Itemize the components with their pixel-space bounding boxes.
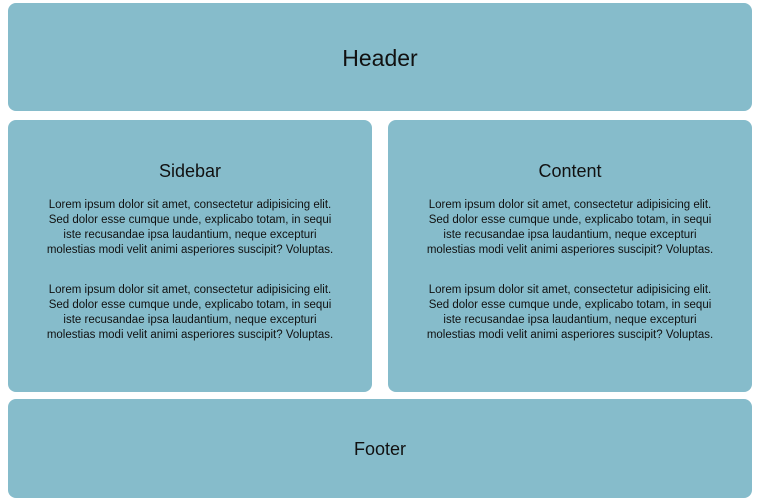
- sidebar-title: Sidebar: [158, 161, 222, 181]
- content-title: Content: [538, 161, 602, 181]
- sidebar-paragraph-1: Lorem ipsum dolor sit amet, consectetur …: [46, 199, 334, 256]
- footer-title: Footer: [353, 439, 407, 459]
- sidebar-panel: Sidebar Lorem ipsum dolor sit amet, cons…: [8, 120, 372, 392]
- header-title: Header: [342, 45, 418, 71]
- header-panel: Header: [8, 3, 752, 111]
- sidebar-paragraph-2: Lorem ipsum dolor sit amet, consectetur …: [46, 284, 334, 341]
- footer-panel: Footer: [8, 399, 752, 498]
- content-panel: Content Lorem ipsum dolor sit amet, cons…: [388, 120, 752, 392]
- content-paragraph-1: Lorem ipsum dolor sit amet, consectetur …: [426, 199, 714, 256]
- content-paragraph-2: Lorem ipsum dolor sit amet, consectetur …: [426, 284, 714, 341]
